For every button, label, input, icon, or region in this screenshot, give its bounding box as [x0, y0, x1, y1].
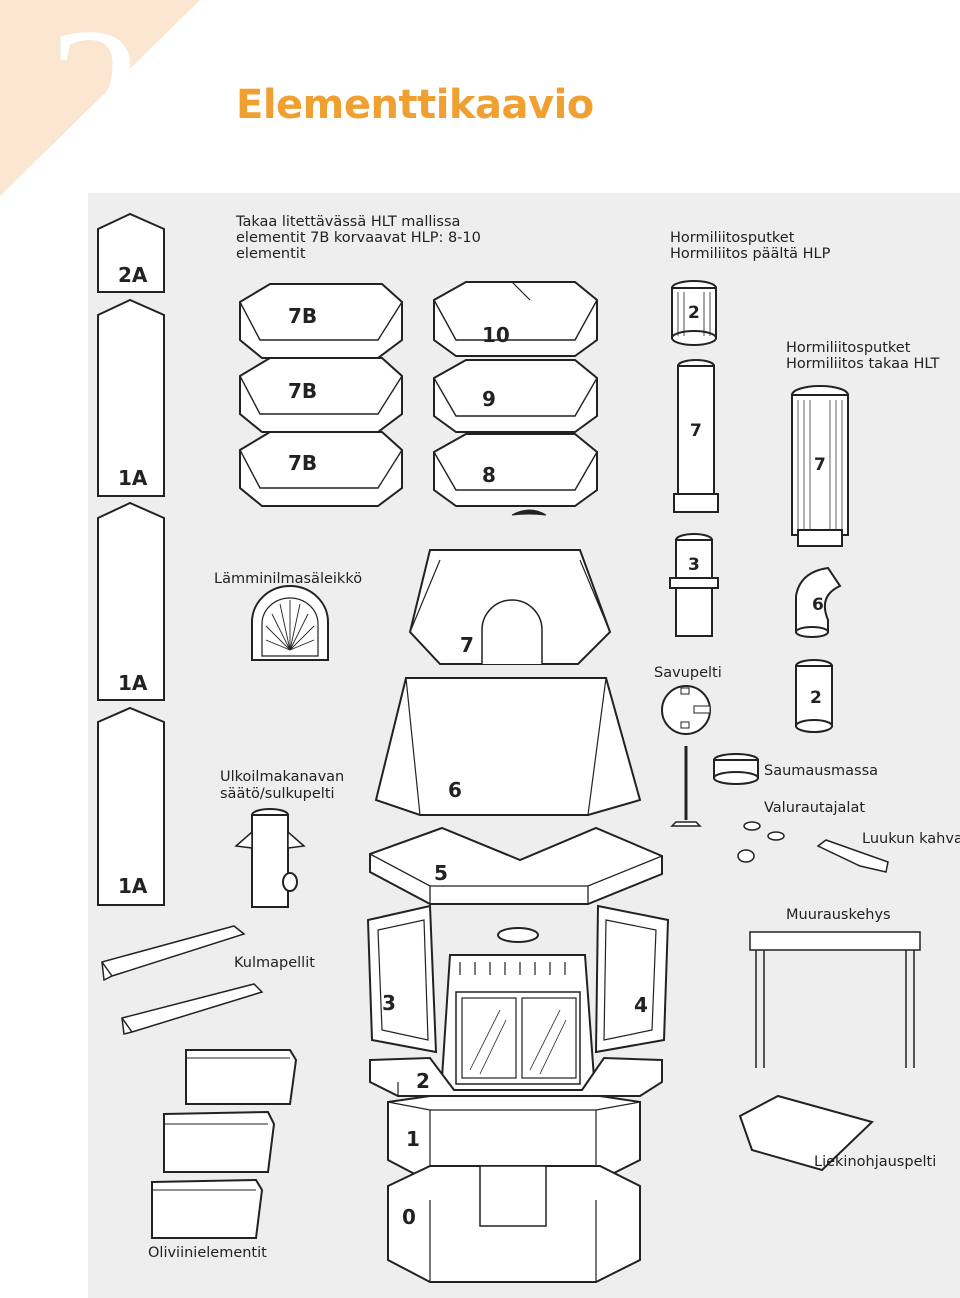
- warm-air-grille-icon: [251, 585, 329, 661]
- pipe-2b: [795, 659, 833, 733]
- element-7: [408, 549, 612, 665]
- label-hlt-line1: Hormiliitosputket: [786, 340, 911, 356]
- element-2: [369, 1056, 663, 1097]
- outside-air-damper-icon: [234, 808, 306, 908]
- element-0-label: 0: [402, 1205, 416, 1229]
- element-8-label: 8: [482, 463, 496, 487]
- label-hlt-note-line1: Takaa litettävässä HLT mallissa: [236, 214, 461, 230]
- label-damper: Savupelti: [654, 665, 722, 681]
- element-5: [369, 826, 663, 905]
- flame-deflector-icon: [738, 1094, 874, 1172]
- element-1A-mid-shape: [97, 501, 165, 701]
- element-3: [366, 904, 438, 1054]
- element-7B-a: [239, 283, 403, 359]
- corner-plates-icon: [101, 925, 264, 1035]
- chapter-number: 2: [48, 0, 143, 200]
- damper-rod-icon: [670, 746, 702, 827]
- label-hlt-note-line3: elementit: [236, 246, 306, 262]
- element-1A-mid-label: 1A: [118, 671, 148, 695]
- element-3-label: 3: [382, 991, 396, 1015]
- label-hlp-line2: Hormiliitos päältä HLP: [670, 246, 831, 262]
- damper-icon: [661, 685, 711, 735]
- element-10-label: 10: [482, 323, 510, 347]
- pipe-6-label: 6: [812, 595, 824, 615]
- label-outside-air-line1: Ulkoilmakanavan: [220, 769, 345, 785]
- label-mortar: Saumausmassa: [764, 763, 879, 779]
- hole-icon-8: [511, 509, 547, 516]
- label-hlt-line2: Hormiliitos takaa HLT: [786, 356, 940, 372]
- element-4-label: 4: [634, 993, 648, 1017]
- label-olivine-elements: Oliviinielementit: [148, 1245, 267, 1261]
- element-7B-b: [239, 357, 403, 433]
- element-5-label: 5: [434, 861, 448, 885]
- label-flame-deflector: Liekinohjauspelti: [814, 1154, 937, 1170]
- element-2A-shape: [97, 212, 165, 293]
- door-handle-icon: [816, 839, 889, 873]
- pipe-7-hlp: [673, 359, 719, 513]
- pipe-7-hlp-label: 7: [690, 421, 702, 441]
- label-cast-iron-feet: Valurautajalat: [764, 800, 866, 816]
- element-8: [433, 433, 598, 507]
- element-7B-c: [239, 431, 403, 507]
- element-9-label: 9: [482, 387, 496, 411]
- label-corner-plates: Kulmapellit: [234, 955, 315, 971]
- pipe-2b-label: 2: [810, 688, 822, 708]
- element-7B-a-label: 7B: [288, 304, 317, 328]
- element-7B-b-label: 7B: [288, 379, 317, 403]
- label-warm-air-grille: Lämminilmasäleikkö: [214, 571, 363, 587]
- element-1A-top-label: 1A: [118, 466, 148, 490]
- pipe-3: [669, 533, 719, 637]
- pipe-3-label: 3: [688, 555, 700, 575]
- mortar-can-icon: [713, 753, 759, 785]
- mounting-frame-icon: [749, 931, 921, 1068]
- element-9: [433, 359, 598, 433]
- element-0: [387, 1165, 641, 1283]
- label-hlp-line1: Hormiliitosputket: [670, 230, 795, 246]
- olivine-elements-icon: [151, 1049, 298, 1239]
- pipe-2-hlp: [671, 280, 717, 346]
- pipe-7-hlt-label: 7: [814, 455, 826, 475]
- cast-iron-feet-icon: [737, 821, 785, 863]
- element-2-label: 2: [416, 1069, 430, 1093]
- element-2A-label: 2A: [118, 263, 148, 287]
- pipe-2-hlp-label: 2: [688, 303, 700, 323]
- element-1A-bot-shape: [97, 706, 165, 906]
- element-1-label: 1: [406, 1127, 420, 1151]
- label-outside-air-line2: säätö/sulkupelti: [220, 786, 335, 802]
- label-door-handle: Luukun kahva: [862, 831, 960, 847]
- fire-insert-icon: [440, 927, 596, 1091]
- page-title: Elementtikaavio: [236, 82, 594, 128]
- element-6: [374, 677, 642, 816]
- element-1A-bot-label: 1A: [118, 874, 148, 898]
- corner-decoration: [0, 0, 200, 196]
- element-7B-c-label: 7B: [288, 451, 317, 475]
- element-6-label: 6: [448, 778, 462, 802]
- element-4: [594, 904, 670, 1054]
- label-hlt-note-line2: elementit 7B korvaavat HLP: 8-10: [236, 230, 481, 246]
- element-10: [433, 281, 598, 357]
- label-mounting-frame: Muurauskehys: [786, 907, 891, 923]
- element-7-label: 7: [460, 633, 474, 657]
- element-1A-top-shape: [97, 298, 165, 497]
- pipe-7-hlt: [791, 385, 849, 547]
- pipe-6-elbow: [795, 566, 842, 638]
- element-1: [387, 1095, 641, 1183]
